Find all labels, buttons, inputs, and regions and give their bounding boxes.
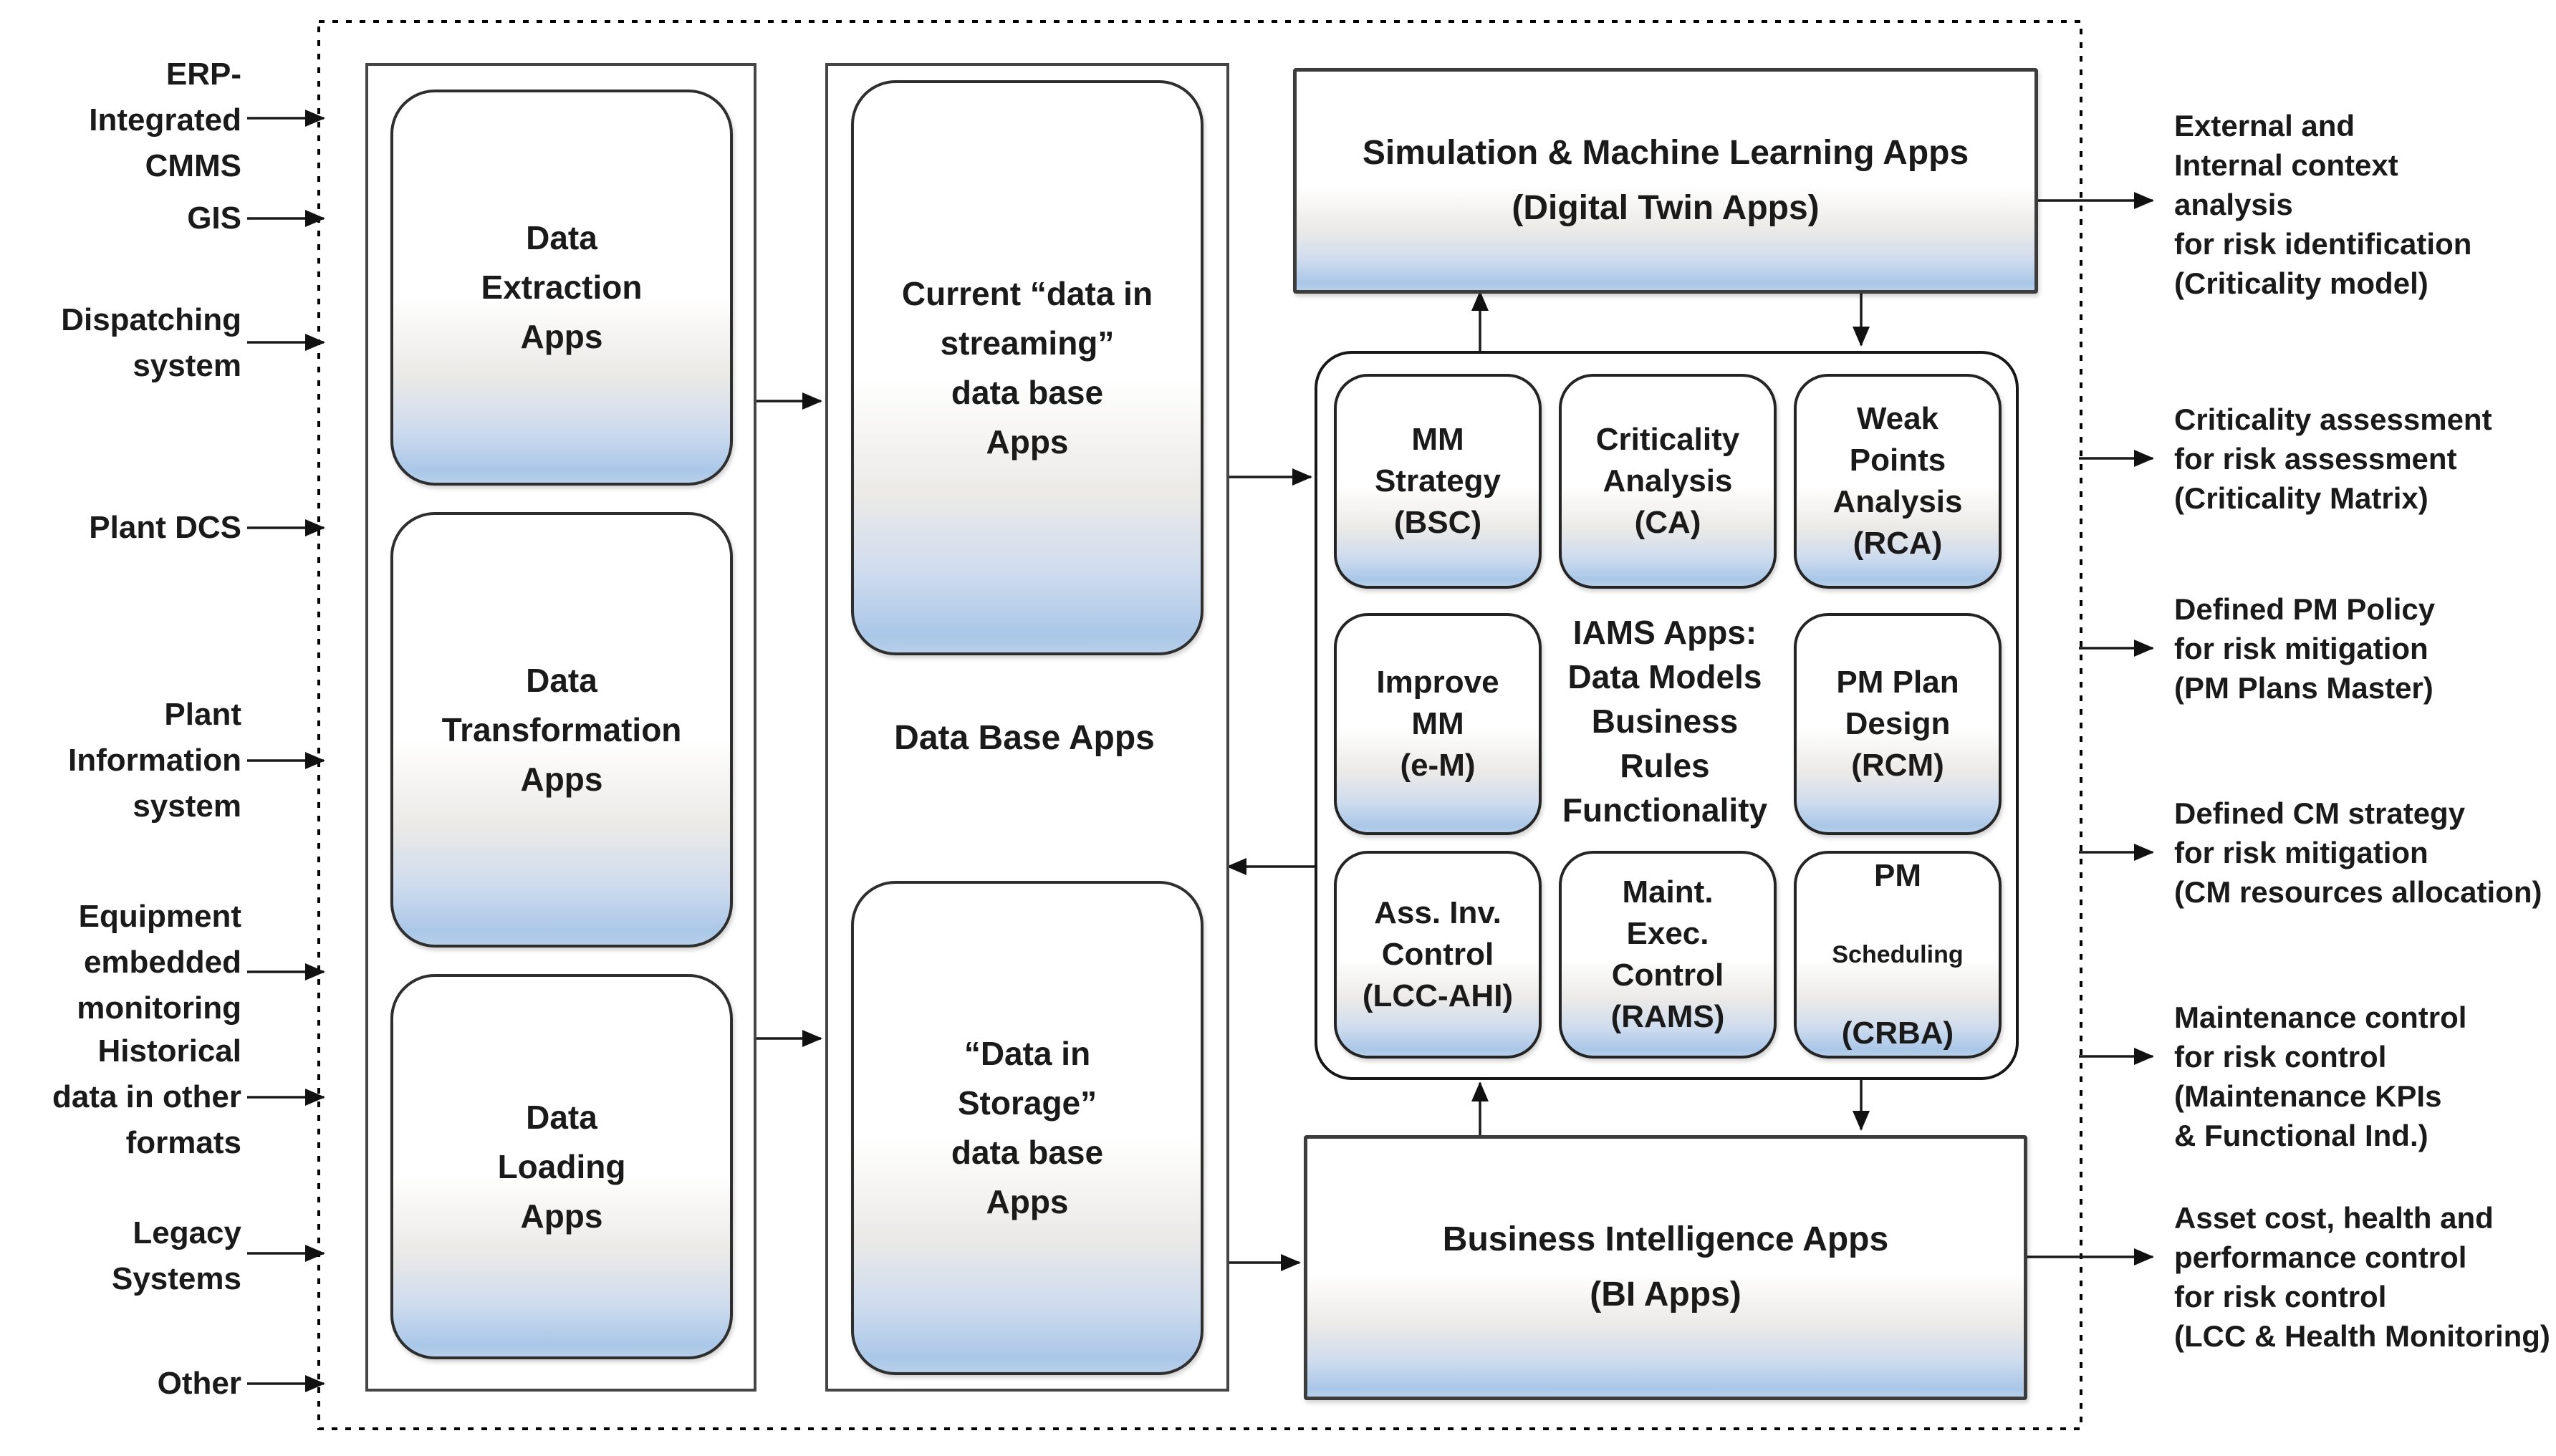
mm-strategy-cell: MM Strategy (BSC) [1334,374,1542,589]
maint-exec-control-cell: Maint. Exec. Control (RAMS) [1559,851,1777,1059]
weak-points-analysis-cell: Weak Points Analysis (RCA) [1794,374,2002,589]
input-label-dispatching: Dispatching system [61,302,241,383]
database-apps-label: Data Base Apps [894,718,1155,757]
streaming-database-apps-box: Current “data in streaming” data base Ap… [851,80,1203,655]
pm-scheduling-line-middle: Scheduling [1832,940,1964,968]
input-label-historical: Historical data in other formats [52,1033,241,1160]
output-label-context-analysis: External and Internal context analysis f… [2174,109,2472,301]
pm-scheduling-cell: PM Scheduling (CRBA) [1794,851,2002,1059]
output-label-cm-strategy: Defined CM strategy for risk mitigation … [2174,796,2542,910]
criticality-analysis-cell: Criticality Analysis (CA) [1559,374,1777,589]
iams-apps-note: IAMS Apps: Data Models Business Rules Fu… [1562,613,1768,829]
storage-database-apps-box: “Data in Storage” data base Apps [851,881,1203,1375]
input-label-plant-info: Plant Information system [68,697,241,824]
input-label-equipment: Equipment embedded monitoring [77,899,241,1026]
data-loading-apps-box: Data Loading Apps [390,974,733,1359]
system-boundary-dashed-border [317,20,2082,1430]
pm-scheduling-line-top: PM [1873,858,1921,894]
output-label-pm-policy: Defined PM Policy for risk mitigation (P… [2174,592,2436,705]
input-label-other: Other [157,1366,241,1401]
output-label-criticality: Criticality assessment for risk assessme… [2174,402,2492,516]
pm-plan-design-cell: PM Plan Design (RCM) [1794,613,2002,835]
input-label-gis: GIS [187,201,241,236]
data-extraction-apps-box: Data Extraction Apps [390,90,733,486]
asset-inv-control-cell: Ass. Inv. Control (LCC-AHI) [1334,851,1542,1059]
data-transformation-apps-box: Data Transformation Apps [390,512,733,948]
input-label-plant-dcs: Plant DCS [89,510,241,545]
improve-mm-cell: Improve MM (e-M) [1334,613,1542,835]
output-label-asset-control: Asset cost, health and performance contr… [2174,1201,2550,1354]
simulation-ml-apps-box: Simulation & Machine Learning Apps (Digi… [1293,68,2038,294]
input-label-legacy: Legacy Systems [111,1215,241,1296]
output-label-maintenance-control: Maintenance control for risk control (Ma… [2174,1001,2467,1153]
input-label-erp-cmms: ERP- Integrated CMMS [89,57,241,183]
pm-scheduling-line-bottom: (CRBA) [1841,1015,1954,1051]
business-intelligence-apps-box: Business Intelligence Apps (BI Apps) [1304,1135,2027,1400]
